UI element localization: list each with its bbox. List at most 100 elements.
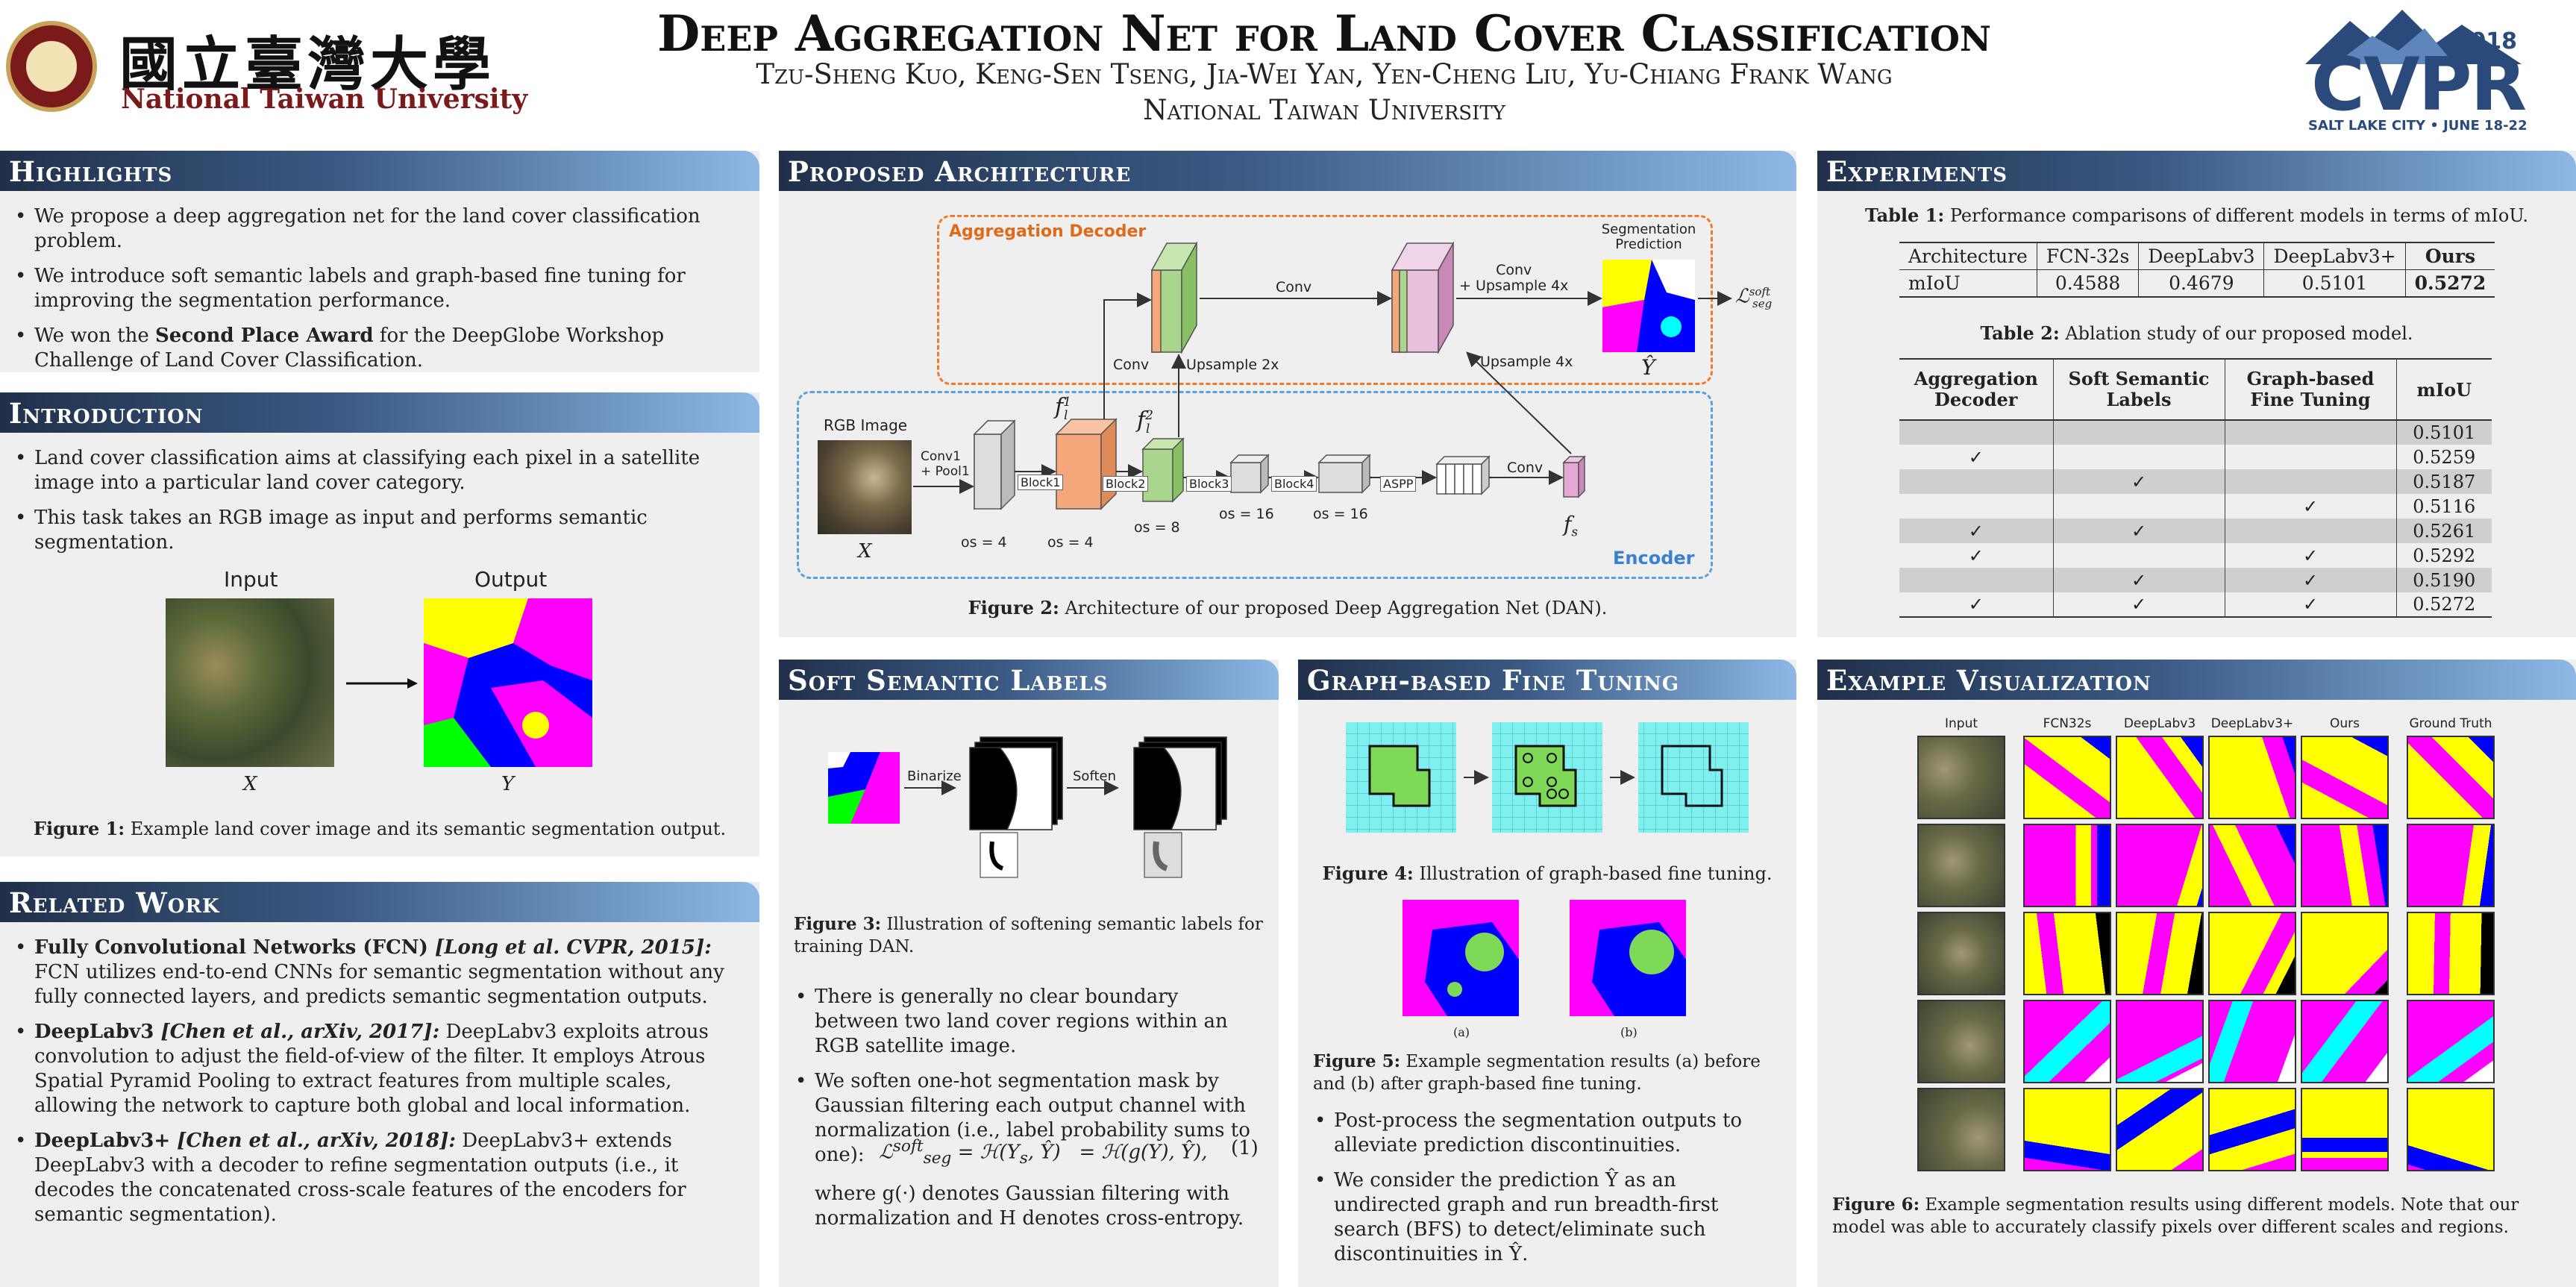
decoder-feature-2 [1391, 241, 1455, 354]
os-label: os = 16 [1313, 506, 1368, 522]
soft-labels-title: Soft Semantic Labels [779, 660, 1279, 700]
vis-segmentation-image [2208, 1088, 2296, 1171]
architecture-title: Proposed Architecture [779, 151, 1796, 191]
vis-segmentation-image [2116, 824, 2204, 907]
intro-item: Land cover classification aims at classi… [13, 446, 745, 495]
check-cell [2224, 519, 2396, 543]
f1-label: f1l [1055, 394, 1071, 423]
encoder-label: Encoder [1613, 548, 1695, 569]
highlight-item: We introduce soft semantic labels and gr… [13, 264, 745, 313]
fig4-caption: Figure 4: Illustration of graph-based fi… [1322, 862, 1773, 884]
architecture-diagram [913, 241, 1732, 510]
table-row: ✓✓0.5292 [1899, 543, 2492, 568]
ntu-logo-chinese: 國立臺灣大學 [119, 31, 496, 98]
poster-title: Deep Aggregation Net for Land Cover Clas… [657, 4, 1991, 63]
check-cell [1899, 568, 2053, 592]
table-row: ✓0.5116 [1899, 494, 2492, 519]
vis-segmentation-image [2023, 1000, 2111, 1083]
check-cell [2052, 445, 2225, 469]
cvpr-name: CVPR [2311, 43, 2527, 128]
fig1-segmentation-image [424, 598, 592, 767]
vis-segmentation-image [2023, 912, 2111, 995]
block4-feature [1317, 454, 1371, 494]
related-item: DeepLabv3 [Chen et al., arXiv, 2017]: De… [13, 1020, 745, 1118]
check-cell [2052, 494, 2225, 519]
vis-segmentation-image [2116, 1088, 2204, 1171]
cvpr-year: 2018 [2454, 28, 2518, 54]
experiments-title: Experiments [1817, 151, 2576, 191]
check-cell: ✓ [2052, 568, 2225, 592]
binarize-label: Binarize [907, 768, 962, 784]
highlights-title: Highlights [0, 151, 759, 191]
table1-caption: Table 1: Performance comparisons of diff… [1865, 204, 2528, 226]
soften-label: Soften [1073, 768, 1116, 784]
check-cell [2052, 420, 2225, 445]
check-cell [2224, 445, 2396, 469]
check-cell: ✓ [1968, 446, 1984, 468]
vis-input-image [1917, 1000, 2005, 1083]
vis-input-image [1917, 824, 2005, 907]
vis-column-header: Input [1944, 716, 1978, 731]
vis-segmentation-image [2208, 912, 2296, 995]
intro-item: This task takes an RGB image as input an… [13, 506, 745, 555]
conv1-block [973, 419, 1016, 510]
check-cell [1899, 469, 2053, 494]
table-row: ✓✓ 0.5261 [1899, 519, 2492, 543]
loss-label: ℒsoftseg [1735, 285, 1773, 310]
decoder-conv-label: Conv [1276, 279, 1312, 295]
cvpr-logo: 2018 CVPR SALT LAKE CITY • JUNE 18-22 [2305, 6, 2528, 134]
fig1-output-label: Output [474, 567, 548, 592]
fig1-x-label: X [243, 773, 257, 795]
related-work-panel: Related Work Fully Convolutional Network… [0, 882, 759, 1287]
fig1-satellite-image [166, 598, 334, 767]
fs-feature [1562, 455, 1586, 498]
vis-input-image [1917, 736, 2005, 819]
vis-segmentation-image [2407, 824, 2495, 907]
fig2-caption: Figure 2: Architecture of our proposed D… [968, 597, 1608, 619]
vis-column-header: DeepLabv3 [2123, 716, 2196, 731]
block1-feature [1055, 418, 1118, 510]
related-item: Fully Convolutional Networks (FCN) [Long… [13, 936, 745, 1009]
related-item: DeepLabv3+ [Chen et al., arXiv, 2018]: D… [13, 1129, 745, 1227]
fig3-caption: Figure 3: Illustration of softening sema… [794, 914, 1263, 956]
check-cell: ✓ [2224, 568, 2396, 592]
fig5-images [1403, 900, 1686, 1016]
where-text: where g(·) denotes Gaussian filtering wi… [815, 1183, 1244, 1230]
miou-cell: 0.5261 [2395, 519, 2492, 543]
highlight-item: We propose a deep aggregation net for th… [13, 204, 745, 254]
fs-label: fs [1564, 512, 1579, 540]
block3-feature [1229, 454, 1270, 494]
vis-segmentation-image [2208, 1000, 2296, 1083]
miou-cell: 0.5116 [2395, 494, 2492, 519]
vis-segmentation-image [2407, 912, 2495, 995]
segmentation-prediction-image [1602, 260, 1695, 352]
table-row: ✓✓0.5190 [1899, 568, 2492, 592]
soft-item: We soften one-hot segmentation mask by G… [794, 1069, 1264, 1168]
vis-segmentation-image [2208, 736, 2296, 819]
table-row: 0.5101 [1899, 420, 2492, 445]
check-cell: ✓ [1899, 519, 2053, 543]
block2-label: Block2 [1103, 476, 1149, 492]
yhat-label: Ŷ [1641, 355, 1655, 380]
miou-cell: 0.5272 [2395, 592, 2492, 617]
vis-segmentation-image [2023, 824, 2111, 907]
check-cell: ✓ [2052, 519, 2225, 543]
aggregation-decoder-box [937, 215, 1713, 385]
block1-label: Block1 [1018, 475, 1064, 490]
vis-segmentation-image [2116, 912, 2204, 995]
os-label: os = 4 [961, 534, 1007, 551]
encoder-conv-label: Conv [1507, 460, 1544, 476]
os-label: os = 8 [1134, 519, 1180, 536]
equation-1: ℒsoftseg = ℋ(Ys, Ŷ) = ℋ(g(Y), Ŷ), [879, 1137, 1208, 1168]
equation-number: (1) [1231, 1137, 1259, 1159]
vis-column-header: Ground Truth [2409, 716, 2492, 731]
vis-segmentation-image [2208, 824, 2296, 907]
graph-tuning-title: Graph-based Fine Tuning [1298, 660, 1796, 700]
graph-tuning-panel: Graph-based Fine Tuning Figure 4: Illust… [1298, 660, 1796, 1287]
check-cell: ✓ [2224, 592, 2396, 617]
soft-labels-panel: Soft Semantic Labels Binarize Soften Fig… [779, 660, 1279, 1287]
ntu-logo [6, 21, 97, 112]
